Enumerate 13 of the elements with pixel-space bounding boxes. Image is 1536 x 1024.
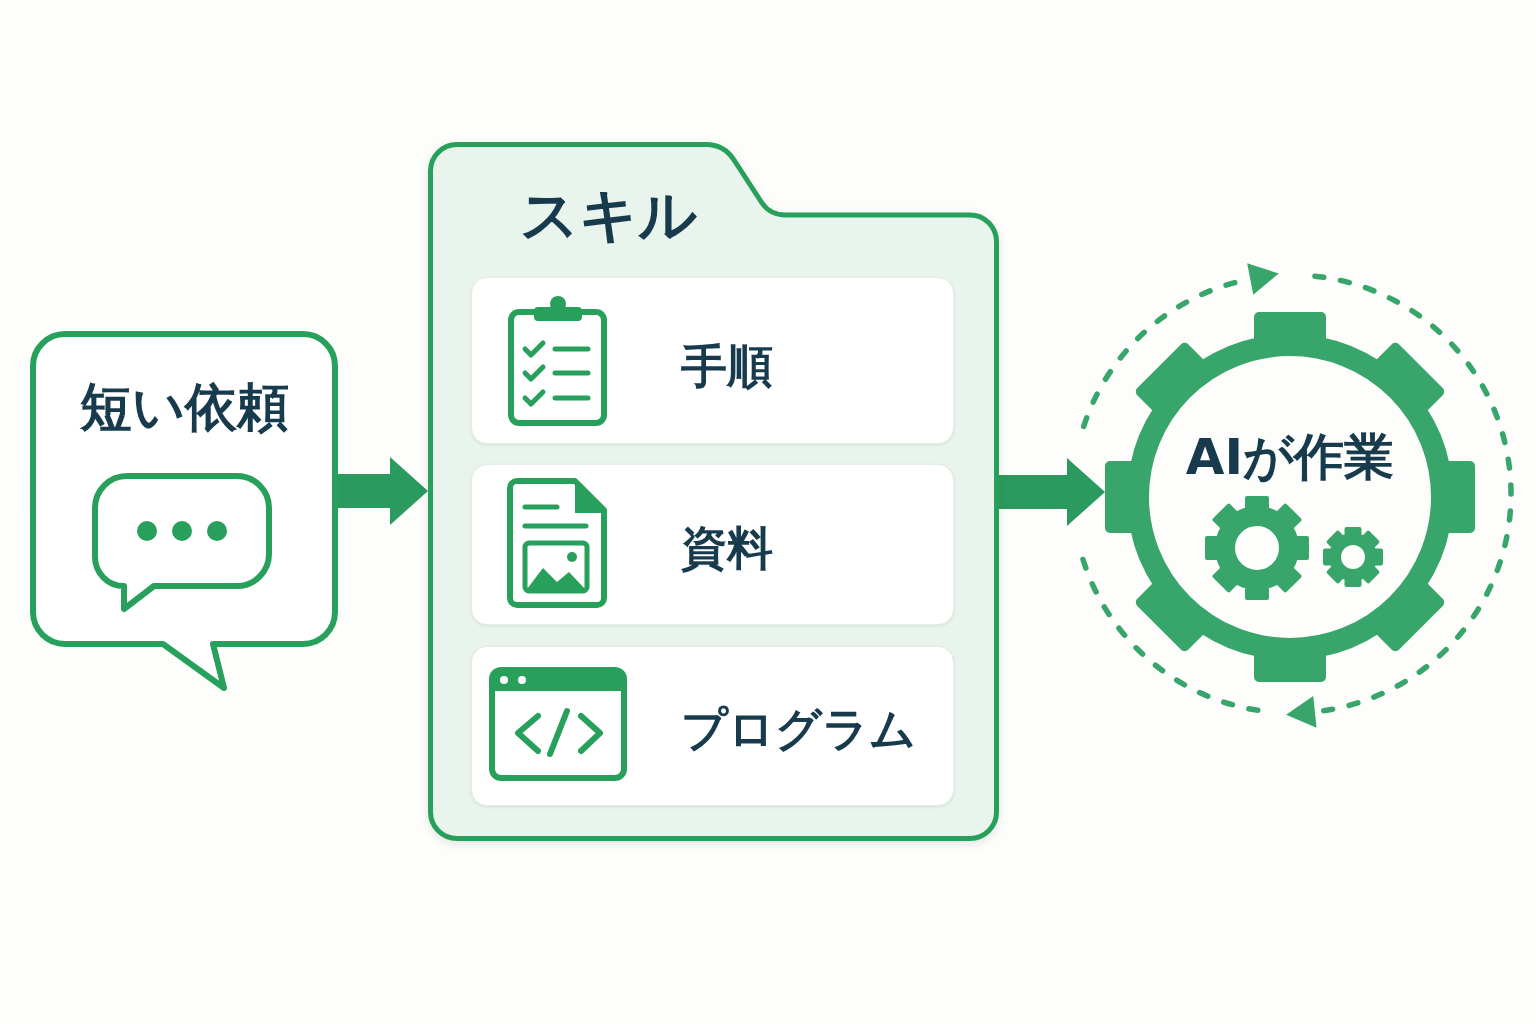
- card: [471, 464, 954, 625]
- item-label: 手順: [681, 338, 773, 395]
- card: [471, 277, 954, 444]
- card: [471, 646, 954, 806]
- arrow: [338, 457, 428, 525]
- folder: [428, 142, 999, 841]
- item-label: プログラム: [681, 701, 916, 758]
- heading: 短い依頼: [79, 375, 289, 439]
- gear: [1105, 312, 1475, 682]
- item-label: 資料: [681, 520, 773, 577]
- heading: AIが作業: [1185, 426, 1395, 488]
- heading: スキル: [520, 179, 697, 251]
- speech-bubble: [30, 331, 338, 692]
